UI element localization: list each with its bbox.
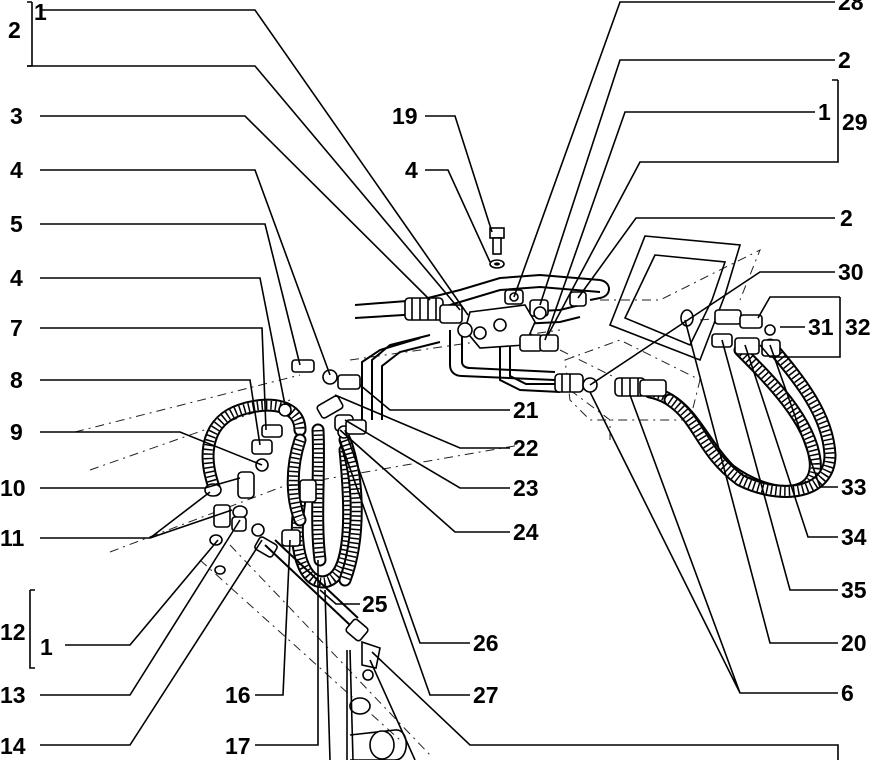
callout-2-a: 2	[838, 47, 851, 73]
callout-3: 3	[10, 103, 23, 129]
callout-2-top: 2	[8, 17, 21, 43]
callout-20: 20	[841, 630, 867, 656]
callout-25: 25	[362, 591, 388, 617]
callout-14: 14	[0, 733, 26, 759]
callout-4-bolt: 4	[405, 157, 418, 183]
callout-13: 13	[0, 682, 26, 708]
callout-34: 34	[841, 524, 867, 550]
callout-6: 6	[841, 680, 854, 706]
lower-pipe-and-cylinder	[264, 539, 408, 760]
callout-2-c: 2	[840, 205, 853, 231]
callout-1-top: 1	[34, 0, 47, 25]
callout-1-c: 1	[40, 634, 53, 660]
callout-1-b: 1	[818, 99, 831, 125]
callout-33: 33	[841, 474, 867, 500]
callout-26: 26	[473, 630, 499, 656]
callout-35: 35	[841, 577, 867, 603]
rigid-pipes	[354, 273, 610, 420]
callout-4-a: 4	[10, 157, 23, 183]
callout-10: 10	[0, 475, 26, 501]
leader-lines	[27, 1, 841, 760]
bolt-19	[489, 227, 505, 269]
callout-24: 24	[513, 519, 539, 545]
callout-9: 9	[10, 419, 23, 445]
callout-7: 7	[10, 315, 23, 341]
callout-17: 17	[225, 733, 251, 759]
callout-27: 27	[473, 682, 499, 708]
callout-19: 19	[392, 103, 418, 129]
right-hose-group	[554, 309, 837, 498]
callout-22: 22	[513, 435, 539, 461]
valve-block	[404, 289, 587, 352]
callout-16: 16	[225, 682, 251, 708]
callout-12: 12	[0, 619, 26, 645]
callout-8: 8	[10, 367, 23, 393]
callout-23: 23	[513, 475, 539, 501]
centerlines	[74, 248, 761, 756]
callout-32: 32	[845, 314, 871, 340]
callout-5: 5	[10, 211, 23, 237]
callout-21: 21	[513, 397, 539, 423]
callout-4-b: 4	[10, 265, 23, 291]
callout-31: 31	[808, 314, 834, 340]
callout-29: 29	[842, 109, 868, 135]
left-hose-group	[201, 359, 367, 589]
callout-28: 28	[838, 0, 864, 15]
callout-11: 11	[0, 525, 25, 551]
callout-30: 30	[838, 259, 864, 285]
